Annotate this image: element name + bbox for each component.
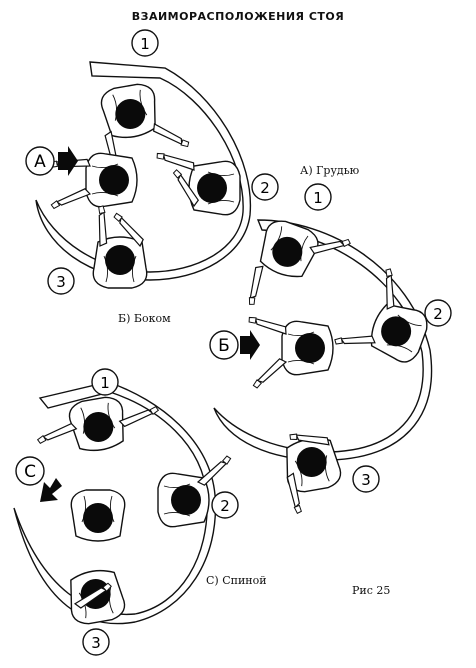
diagram-title: ВЗАИМОРАСПОЛОЖЕНИЯ СТОЯ bbox=[131, 10, 345, 23]
group-a-marker bbox=[25, 146, 78, 176]
caption-b: Б) Боком bbox=[118, 312, 171, 325]
group-a-person-3 bbox=[91, 204, 148, 289]
group-a-pos-2-label: 2 bbox=[260, 179, 270, 197]
group-b-person-1 bbox=[239, 215, 351, 307]
figure-label: Рис 25 bbox=[352, 584, 391, 597]
group-c-person-center bbox=[70, 489, 126, 542]
caption-a: А) Грудью bbox=[300, 164, 360, 177]
group-c-person-3 bbox=[64, 566, 128, 627]
group-b-person-3 bbox=[280, 424, 344, 514]
group-a-pos-1-circle bbox=[131, 29, 159, 57]
group-c-pos-1-circle bbox=[91, 368, 119, 396]
group-b-person-center bbox=[246, 308, 334, 390]
caption-c: С) Спиной bbox=[206, 574, 267, 587]
group-a-pos-3-circle bbox=[47, 267, 75, 295]
group-b-pos-3-label: 3 bbox=[361, 471, 371, 489]
group-b-marker-label: Б bbox=[218, 336, 230, 356]
group-c-pos-2-label: 2 bbox=[220, 497, 230, 515]
group-a-marker-label: А bbox=[34, 152, 46, 172]
group-a-pos-1-label: 1 bbox=[140, 35, 150, 53]
group-b-pos-3-circle bbox=[352, 465, 380, 493]
group-a-pos-2-circle bbox=[251, 173, 279, 201]
group-a-pos-3-label: 3 bbox=[56, 273, 66, 291]
group-c-pos-3-label: 3 bbox=[91, 634, 101, 652]
group-c-pos-1-label: 1 bbox=[100, 374, 110, 392]
group-c-pos-2-circle bbox=[211, 491, 239, 519]
group-b-pos-2-label: 2 bbox=[433, 305, 443, 323]
group-b-pos-1-circle bbox=[304, 183, 332, 211]
group-a-person-2 bbox=[154, 144, 241, 216]
group-b-pos-1-label: 1 bbox=[313, 189, 323, 207]
group-c-pos-3-circle bbox=[82, 628, 110, 656]
group-a-arc bbox=[35, 61, 252, 281]
group-b-marker bbox=[209, 330, 260, 360]
group-b-pos-2-circle bbox=[424, 299, 452, 327]
group-c-marker bbox=[15, 456, 62, 502]
group-c-marker-label: С bbox=[24, 462, 36, 482]
